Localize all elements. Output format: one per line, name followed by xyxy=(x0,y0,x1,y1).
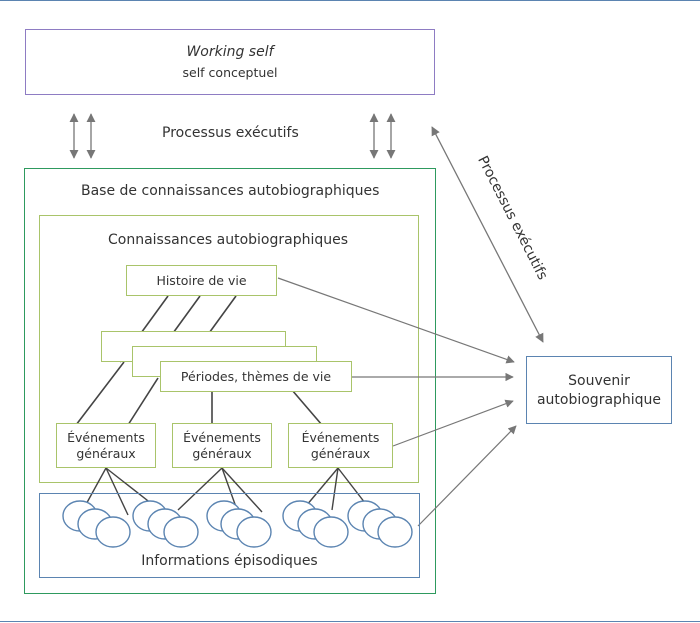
base-connaissances-title: Base de connaissances autobiographiques xyxy=(81,183,380,199)
working-self-subtitle: self conceptuel xyxy=(182,65,278,80)
souvenir-label-1: Souvenir xyxy=(568,373,630,389)
evenements-label-2a: Événements xyxy=(183,430,261,445)
bottom-rule xyxy=(0,621,700,622)
working-self-box: Working self self conceptuel xyxy=(25,29,435,95)
working-self-title: Working self xyxy=(186,44,274,60)
evenements-box-3: Événements généraux xyxy=(288,423,393,468)
periodes-label: Périodes, thèmes de vie xyxy=(180,369,332,384)
histoire-de-vie-box: Histoire de vie xyxy=(126,265,277,296)
arrow-episodiques-souvenir xyxy=(417,425,517,527)
evenements-label-1a: Événements xyxy=(67,430,145,445)
evenements-box-1: Événements généraux xyxy=(56,423,156,468)
top-rule xyxy=(0,0,700,1)
informations-episodiques-box xyxy=(39,493,420,578)
informations-episodiques-title: Informations épisodiques xyxy=(141,553,318,569)
arrow-evenements-souvenir xyxy=(392,399,514,447)
souvenir-label-2: autobiographique xyxy=(536,392,662,408)
diagonal-arrow-processus xyxy=(431,126,544,343)
processus-label-center: Processus exécutifs xyxy=(162,125,299,141)
evenements-box-2: Événements généraux xyxy=(172,423,272,468)
evenements-label-3a: Événements xyxy=(301,430,380,445)
periode-box-front: Périodes, thèmes de vie xyxy=(160,361,352,392)
arrow-histoire-souvenir xyxy=(277,277,515,364)
evenements-label-1b: généraux xyxy=(76,446,136,461)
evenements-label-3b: généraux xyxy=(310,446,371,461)
histoire-de-vie-label: Histoire de vie xyxy=(156,273,247,288)
souvenir-box: Souvenir autobiographique xyxy=(526,356,672,424)
connaissances-title: Connaissances autobiographiques xyxy=(108,232,349,248)
evenements-label-2b: généraux xyxy=(192,446,252,461)
